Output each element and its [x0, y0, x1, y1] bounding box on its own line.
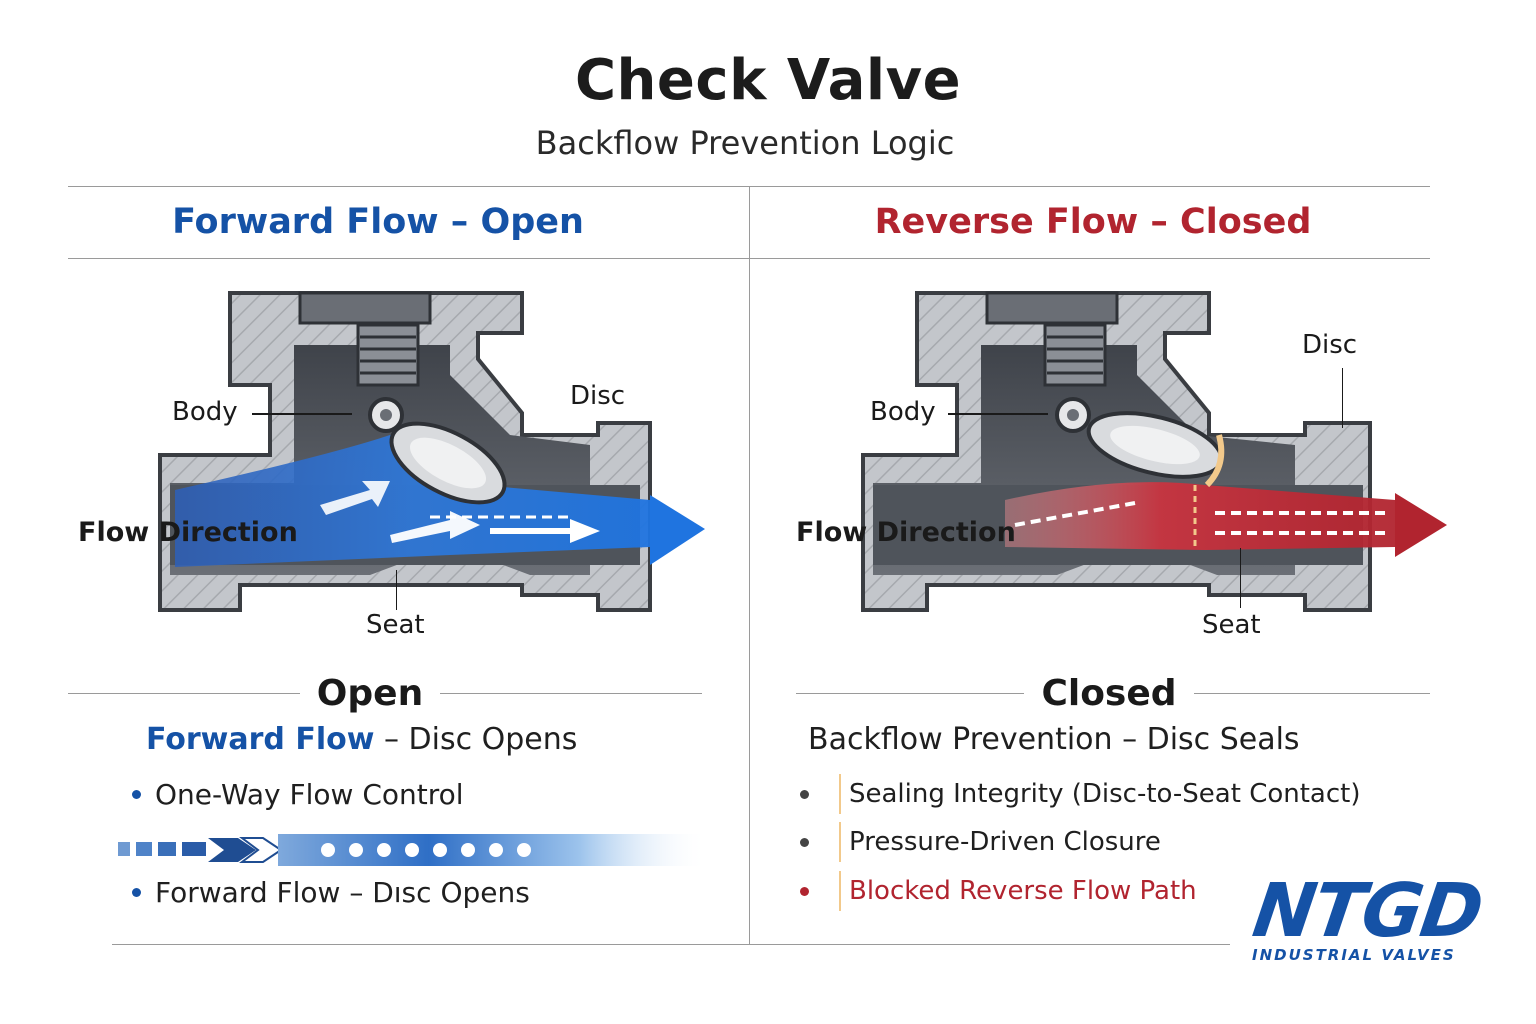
bullet-dot: [132, 790, 141, 799]
closed-bullet-1: Sealing Integrity (Disc-to-Seat Contact): [800, 774, 1361, 814]
disc-label-left: Disc: [570, 381, 626, 411]
center-divider: [749, 186, 750, 944]
page-subtitle: Backflow Prevention Logic: [535, 124, 955, 162]
bullet-dot: [800, 789, 809, 799]
seat-leader-right: [1240, 548, 1241, 608]
closed-title-rule-right: [1194, 693, 1430, 694]
open-bullet-2: Forward Flow – Dısc Opens: [132, 876, 530, 909]
bullet-bar: [839, 774, 841, 814]
bullet-dot: [800, 886, 809, 896]
closed-bullet-2: Pressure-Driven Closure: [800, 822, 1161, 862]
bottom-divider: [112, 944, 1230, 945]
open-valve-diagram: [150, 285, 710, 620]
closed-state-description: Backflow Prevention – Disc Seals: [808, 722, 1300, 757]
forward-flow-heading: Forward Flow – Open: [172, 202, 584, 242]
body-label-left: Body: [172, 397, 238, 427]
seat-label-right: Seat: [1202, 610, 1261, 640]
open-title-rule-left: [68, 693, 300, 694]
body-label-right: Body: [870, 397, 936, 427]
closed-title-rule-left: [796, 693, 1024, 694]
closed-bullet-3: Blocked Reverse Flow Path: [800, 871, 1197, 911]
page-title: Check Valve: [574, 48, 962, 113]
bullet-dot: [800, 837, 809, 847]
flow-direction-label-left: Flow Direction: [78, 517, 298, 548]
forward-arrow-strip: [118, 830, 708, 870]
bullet-bar: [839, 822, 841, 862]
open-state-title: Open: [316, 673, 424, 714]
open-state-description: Forward Flow – Disc Opens: [146, 722, 577, 757]
body-leader-left: [252, 413, 352, 415]
open-bullet-1: One-Way Flow Control: [132, 778, 464, 811]
closed-state-title: Closed: [1041, 673, 1177, 714]
closed-bullet-1-text: Sealing Integrity (Disc-to-Seat Contact): [849, 779, 1361, 809]
seat-label-left: Seat: [366, 610, 425, 640]
reverse-flow-heading: Reverse Flow – Closed: [874, 202, 1312, 242]
closed-bullet-2-text: Pressure-Driven Closure: [849, 827, 1161, 857]
brand-tagline: INDUSTRIAL VALVES: [1252, 946, 1456, 964]
open-state-highlight: Forward Flow: [146, 722, 375, 757]
open-state-rest: – Disc Opens: [374, 722, 578, 757]
disc-leader-right: [1342, 368, 1343, 428]
disc-label-right: Disc: [1302, 330, 1358, 360]
seat-leader-left: [396, 570, 397, 610]
open-bullet-1-text: One-Way Flow Control: [155, 778, 464, 811]
closed-valve-diagram: [855, 285, 1455, 620]
bullet-dot: [132, 888, 141, 897]
flow-direction-label-right: Flow Direction: [796, 517, 1016, 548]
bullet-bar: [839, 871, 841, 911]
open-title-rule-right: [440, 693, 702, 694]
body-leader-right: [948, 413, 1048, 415]
open-bullet-2-text: Forward Flow – Dısc Opens: [155, 876, 530, 909]
brand-logo: NTGD: [1247, 868, 1487, 954]
closed-bullet-3-text: Blocked Reverse Flow Path: [849, 876, 1197, 906]
